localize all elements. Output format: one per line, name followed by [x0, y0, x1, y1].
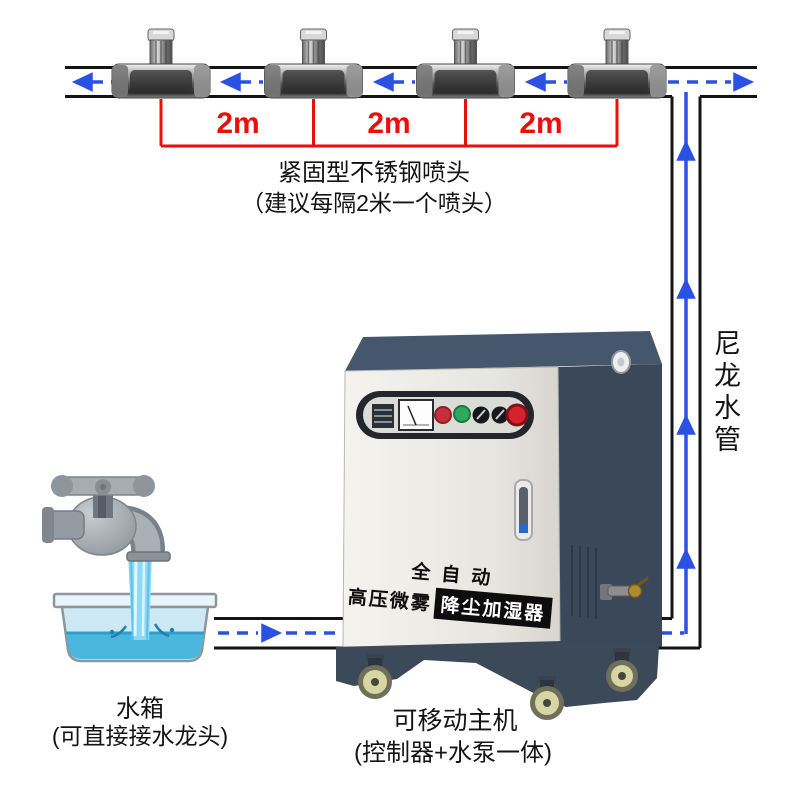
door-handle [514, 479, 533, 541]
flow-arrow-up [676, 139, 696, 161]
flow-arrow-right [733, 72, 755, 92]
flow-arrow-left [524, 72, 546, 92]
green-button [453, 405, 471, 423]
red-button [434, 406, 452, 424]
flow-arrow-right [261, 623, 283, 643]
caster-wheel [358, 654, 392, 699]
dimension-label: 2m [216, 107, 260, 140]
caster-wheel [606, 648, 638, 692]
spray-nozzle-icon [567, 28, 667, 99]
tank-caption-line1: 水箱 [116, 695, 164, 723]
flow-arrow-up [676, 547, 696, 569]
dimension-label: 2m [519, 107, 563, 140]
machine-unit [336, 331, 662, 720]
caster-wheel [530, 676, 564, 720]
flow-arrow-up [676, 413, 696, 435]
dimension-bracket [159, 99, 619, 148]
emergency-stop-button [505, 403, 529, 427]
flow-arrow-up [676, 277, 696, 299]
control-panel [356, 391, 534, 439]
spray-nozzle-icon [264, 28, 363, 99]
outlet-fitting [600, 576, 649, 600]
machine-side [558, 364, 662, 647]
machine-top [345, 331, 662, 371]
machine-caption-line2: (控制器+水泵一体) [354, 739, 552, 767]
faucet-icon [42, 475, 171, 562]
flow-lines [71, 72, 755, 643]
spray-nozzle-icon [111, 28, 211, 99]
flow-arrow-left [71, 72, 93, 92]
machine-front-line2a: 高压微雾 [347, 587, 433, 616]
machine-base [336, 641, 659, 707]
nozzle-caption-line2: （建议每隔2米一个喷头） [241, 190, 507, 216]
nylon-vertical-pipe [670, 96, 702, 648]
dimension-label: 2m [367, 107, 411, 140]
spray-nozzle-icon [416, 28, 515, 99]
nylon-pipe-label: 尼龙水管 [710, 329, 740, 457]
flow-arrow-left [372, 72, 394, 92]
tank-caption-line2: (可直接接水龙头) [51, 723, 229, 749]
water-stream [109, 553, 175, 641]
flow-arrow-left [219, 72, 241, 92]
machine-caption-line1: 可移动主机 [392, 707, 518, 735]
nozzle-caption-line1: 紧固型不锈钢喷头 [278, 159, 470, 187]
